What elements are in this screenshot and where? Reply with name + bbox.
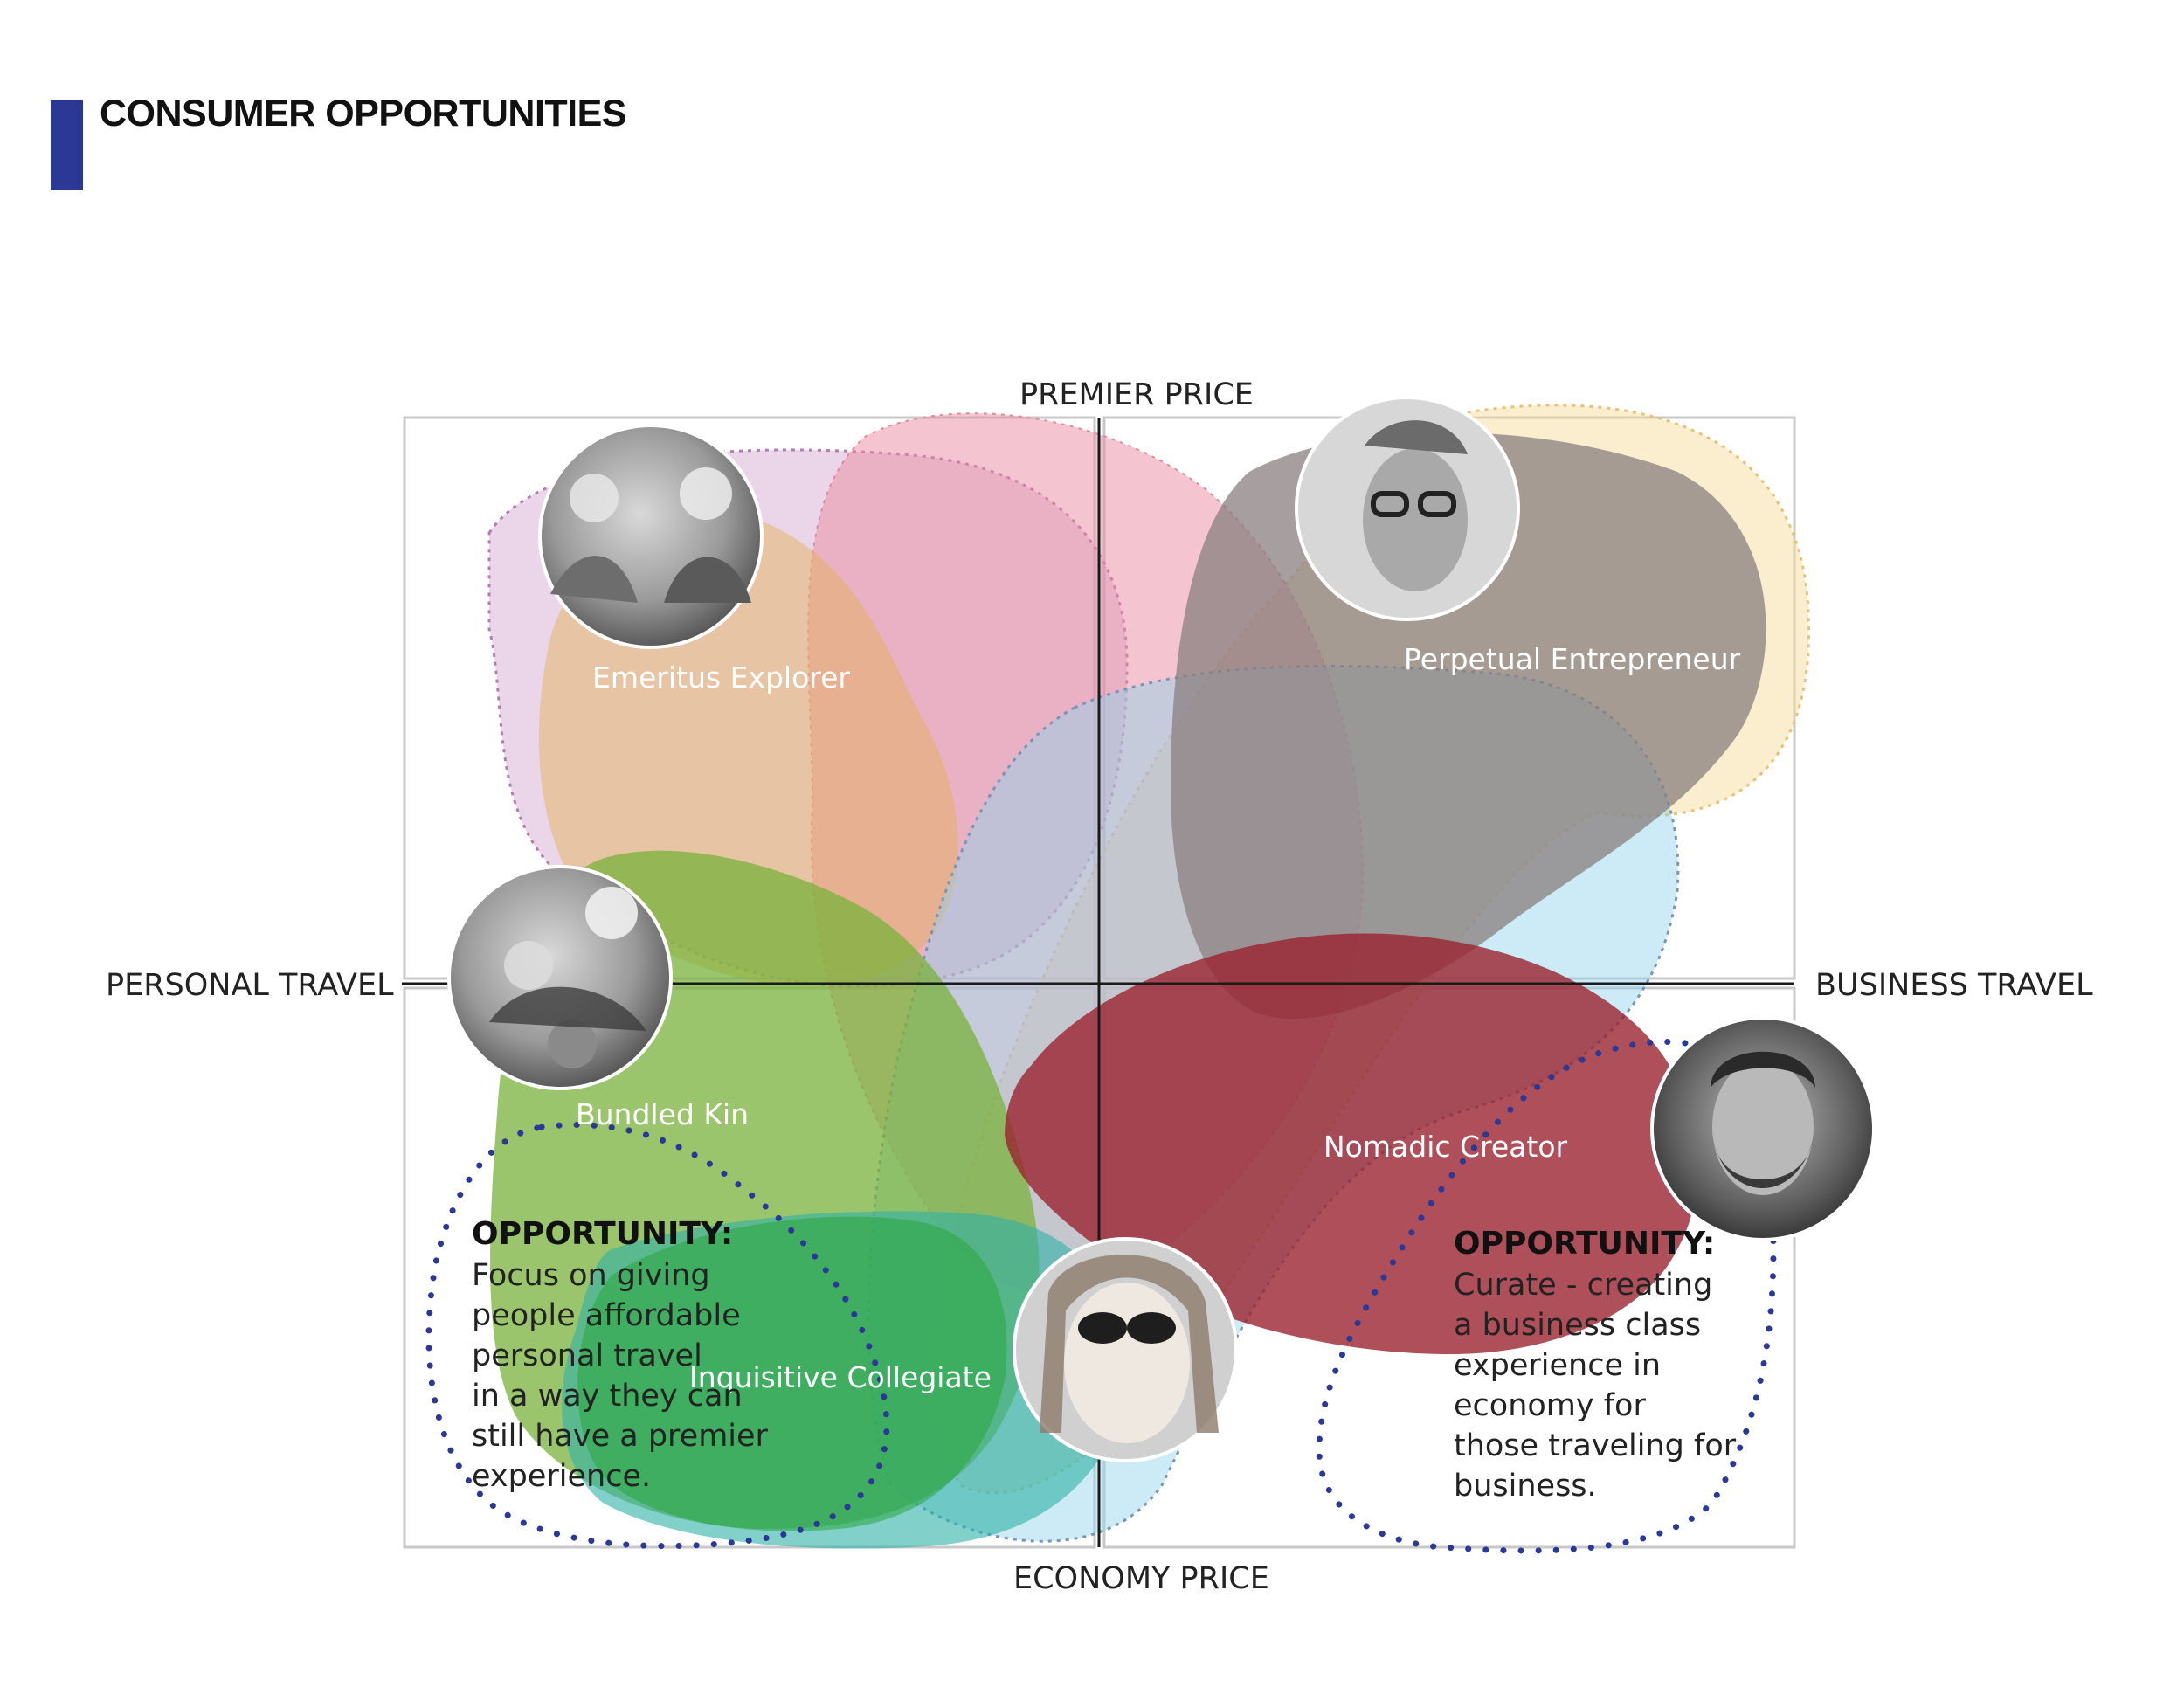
axis-label-business-travel: BUSINESS TRAVEL	[1815, 968, 2093, 1003]
nomadic-creator-blob	[1005, 933, 1698, 1354]
axis-label-economy-price: ECONOMY PRICE	[1013, 1561, 1269, 1596]
title-accent-bar	[51, 100, 83, 190]
axis-label-personal-travel: PERSONAL TRAVEL	[106, 968, 394, 1003]
opportunity-body-right: Curate - creating a business class exper…	[1454, 1268, 1737, 1504]
persona-blobs	[487, 404, 1811, 1549]
opportunity-body-left: Focus on giving people affordable person…	[472, 1258, 768, 1494]
opportunity-heading-right: OPPORTUNITY:	[1454, 1226, 1716, 1262]
green-overlay-blob	[577, 1216, 1007, 1531]
couple-photo	[538, 424, 764, 649]
man-glasses-photo	[1295, 396, 1520, 621]
persona-label-inquisitive-collegiate: Inquisitive Collegiate	[689, 1360, 992, 1394]
persona-avatars	[447, 396, 1876, 1462]
axis-label-premier-price: PREMIER PRICE	[1019, 377, 1254, 412]
opportunity-outline-right	[1316, 1039, 1777, 1554]
page-title: CONSUMER OPPORTUNITIES	[100, 93, 627, 135]
opportunity-outline-left	[425, 1122, 890, 1550]
bearded-man-photo	[1650, 1016, 1876, 1241]
family-photo	[447, 865, 673, 1090]
persona-label-emeritus-explorer: Emeritus Explorer	[592, 660, 850, 695]
persona-label-nomadic-creator: Nomadic Creator	[1324, 1130, 1568, 1164]
opportunity-outlines	[425, 1039, 1777, 1554]
woman-sunglasses-photo	[1013, 1237, 1238, 1462]
perpetual-entrepreneur-blob	[1171, 432, 1766, 1019]
opportunity-heading-left: OPPORTUNITY:	[472, 1216, 734, 1252]
persona-label-bundled-kin: Bundled Kin	[576, 1097, 750, 1131]
persona-label-perpetual-entrepreneur: Perpetual Entrepreneur	[1404, 642, 1741, 676]
